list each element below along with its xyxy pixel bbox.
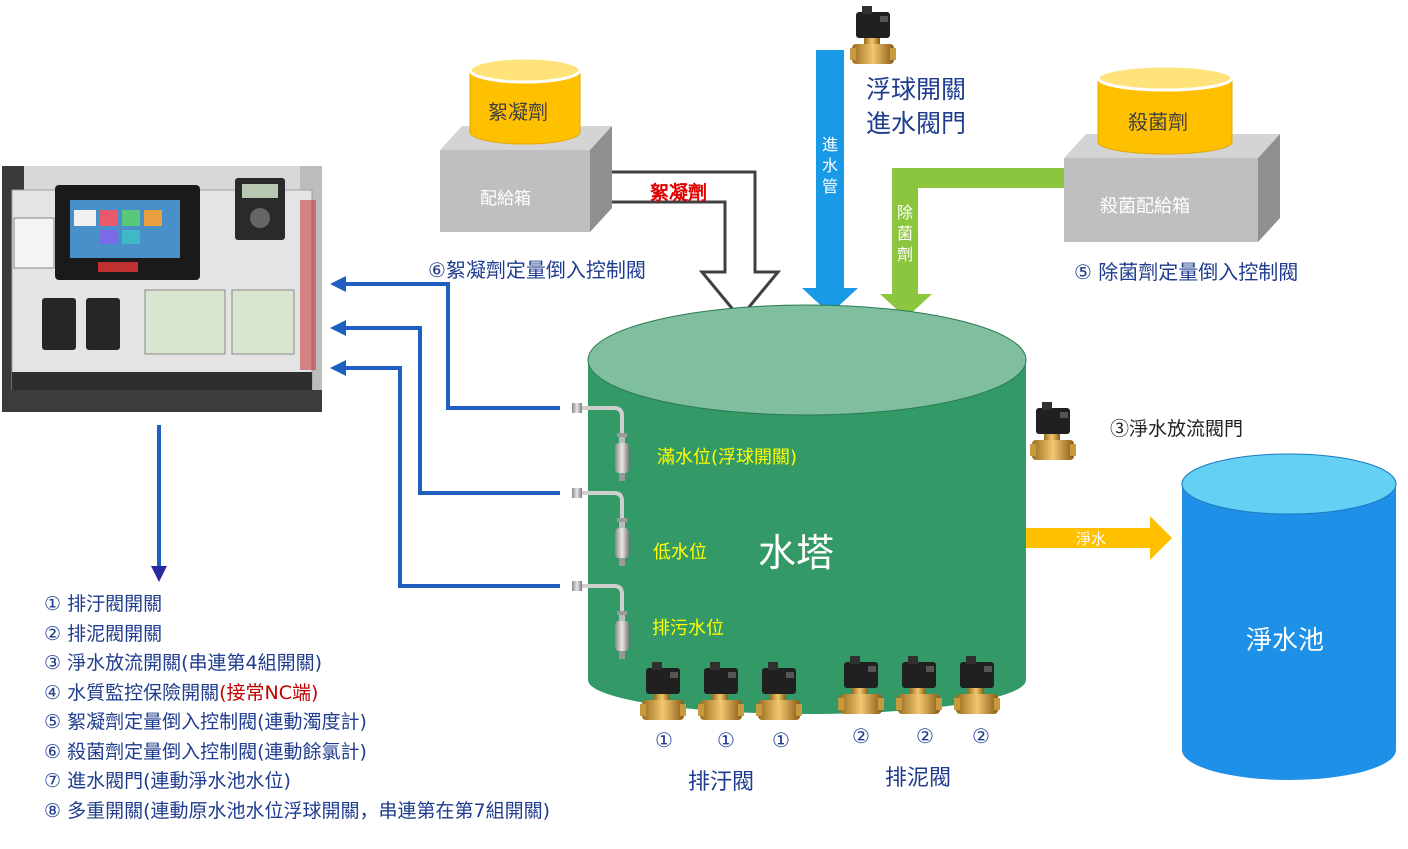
water-tower <box>587 304 1027 714</box>
disinfectant-box <box>1064 134 1280 242</box>
sludge-valve-icon <box>896 656 942 714</box>
level-drain-label: 排污水位 <box>652 618 724 639</box>
switch-legend: ① 排汙閥開關 ② 排泥閥開關 ③ 淨水放流開關(串連第4組開關) ④ 水質監控… <box>44 590 550 826</box>
clean-water-pool <box>1181 453 1397 780</box>
sludge-valve-number: ② <box>972 724 990 748</box>
sludge-valve-icon <box>954 656 1000 714</box>
sludge-valve-number: ② <box>852 724 870 748</box>
disinfectant-box-label: 殺菌配給箱 <box>1100 196 1190 217</box>
outlet-valve-label: ③淨水放流閥門 <box>1110 418 1244 440</box>
tower-title: 水塔 <box>758 531 835 575</box>
disinfectant-pipe-label: 除菌劑 <box>896 203 913 264</box>
sewage-valve-number: ① <box>717 728 735 752</box>
legend-item: ③ 淨水放流開關(串連第4組開關) <box>44 652 322 674</box>
legend-item: ② 排泥閥開關 <box>44 622 163 645</box>
sewage-valve-number: ① <box>655 728 673 752</box>
clean-water-arrow-label: 淨水 <box>1076 530 1107 548</box>
level-low-label: 低水位 <box>653 542 707 563</box>
coagulant-drum <box>468 56 582 145</box>
inlet-valve-icon <box>850 6 896 64</box>
sewage-valve-icon <box>640 662 686 720</box>
inlet-pipe-label: 進水管 <box>821 135 838 196</box>
inlet-valve-label-2: 進水閥門 <box>866 109 967 138</box>
coagulant-valve-label: ⑥絮凝劑定量倒入控制閥 <box>428 258 646 282</box>
legend-item: ⑤ 絮凝劑定量倒入控制閥(連動濁度計) <box>44 711 367 733</box>
coagulant-pipe-label: 絮凝劑 <box>650 182 708 204</box>
inlet-pipe-arrow <box>802 50 858 314</box>
legend-item: ① 排汙閥開關 <box>44 593 163 615</box>
inlet-valve-label-1: 浮球開關 <box>866 75 967 104</box>
legend-highlight: (接常NC端) <box>219 681 319 704</box>
disinfectant-valve-label: ⑤ 除菌劑定量倒入控制閥 <box>1074 260 1299 284</box>
legend-item: ⑥ 殺菌劑定量倒入控制閥(連動餘氯計) <box>44 740 367 763</box>
legend-item: ④ 水質監控保險開關(接常NC端) <box>44 681 319 704</box>
disinfectant-drum-label: 殺菌劑 <box>1128 110 1188 134</box>
sludge-valve-label: 排泥閥 <box>885 766 952 791</box>
clean-water-arrow <box>1026 516 1172 560</box>
outlet-valve-icon <box>1030 402 1076 460</box>
control-panel-photo <box>2 166 322 412</box>
sewage-valve-icon <box>756 662 802 720</box>
legend-item: ⑦ 進水閥門(連動淨水池水位) <box>44 770 291 792</box>
sewage-valve-number: ① <box>772 728 790 752</box>
legend-item: ⑧ 多重開關(連動原水池水位浮球開關，串連第在第7組開關) <box>44 799 550 822</box>
sludge-valve-number: ② <box>916 724 934 748</box>
sewage-valve-label: 排汙閥 <box>688 770 755 795</box>
clean-water-pool-label: 淨水池 <box>1246 626 1325 656</box>
coagulant-box-label: 配給箱 <box>480 189 531 209</box>
sludge-valve-icon <box>838 656 884 714</box>
disinfectant-arrow <box>880 168 1064 318</box>
signal-arrowheads <box>151 276 346 582</box>
level-full-label: 滿水位(浮球開關) <box>657 447 798 468</box>
signal-lines <box>157 282 560 588</box>
disinfectant-drum <box>1096 64 1234 155</box>
sewage-valve-icon <box>698 662 744 720</box>
coagulant-drum-label: 絮凝劑 <box>488 100 548 124</box>
